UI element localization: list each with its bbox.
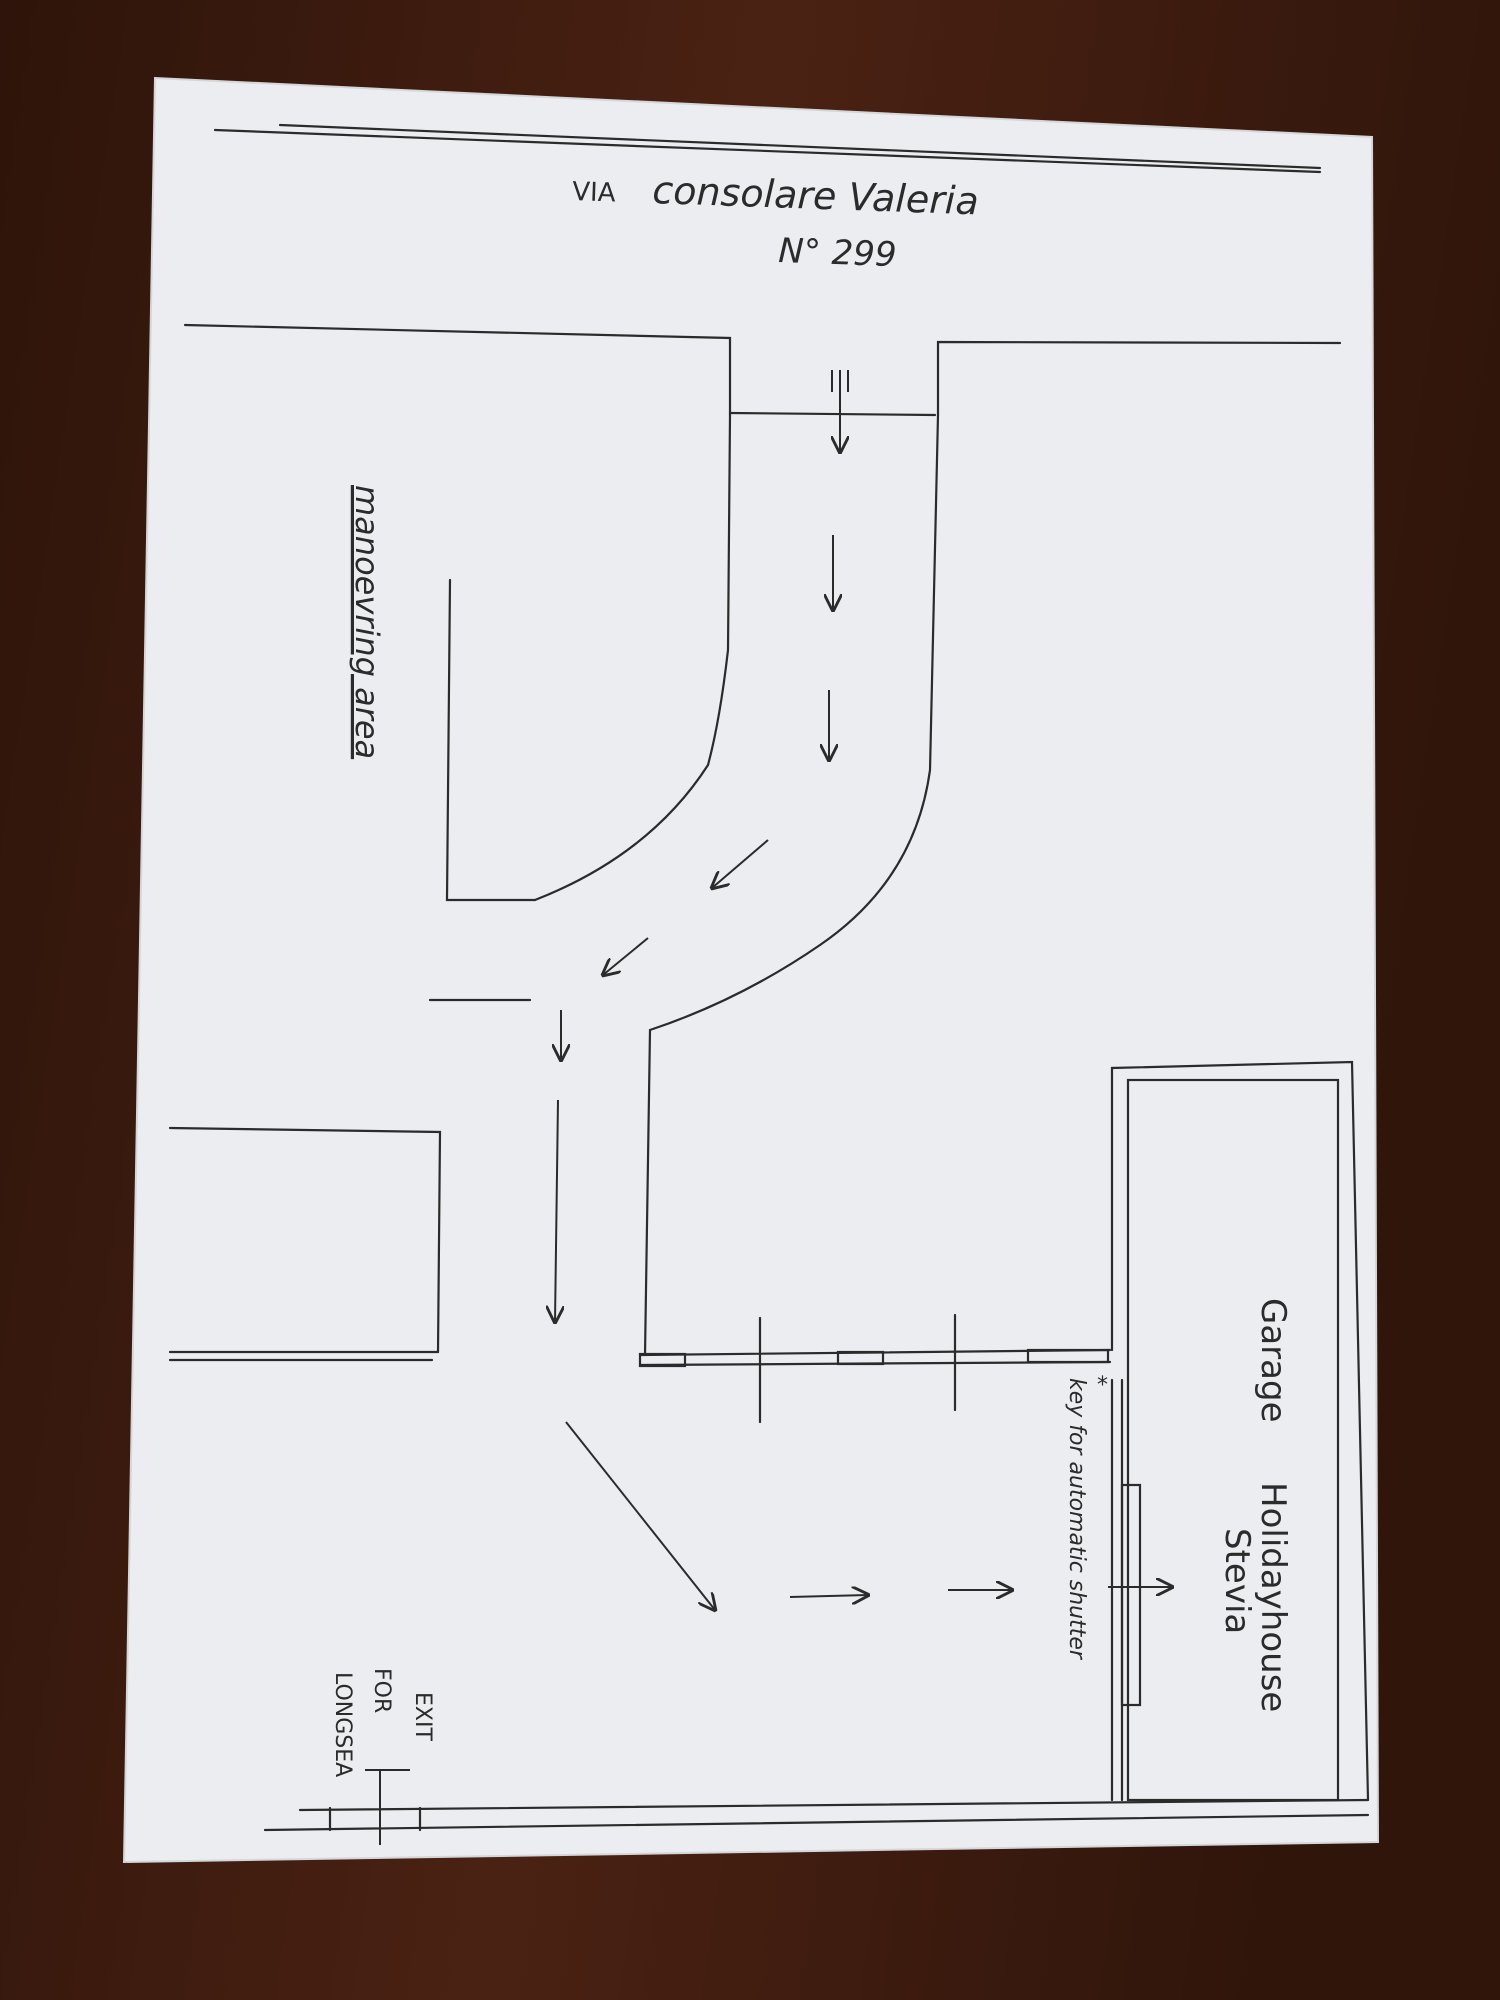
bottom-boundary [298,1798,1370,1812]
exit-label-line1: EXIT [410,1692,435,1741]
key-note: key for automatic shutter [1064,1378,1089,1661]
manoeuvring-area-label: manoevring area [348,485,386,759]
wall-block-1 [638,1352,687,1368]
asterisk-icon: * [1097,1373,1108,1398]
left-building [168,1126,442,1354]
arrow-icon [789,1595,868,1597]
stevia-label: Stevia [1217,1528,1257,1634]
triple-bar-arrow-icon [831,370,849,452]
garage-inner [1126,1078,1340,1802]
street-line-inner [278,123,1322,170]
garage-outer [1110,1060,1370,1802]
wall-block-3 [1026,1348,1110,1364]
arrow-icon [555,1099,558,1322]
exit-label-line2: FOR [369,1668,394,1713]
driveway-left-wall [533,413,732,902]
street-number: N° 299 [778,231,897,275]
wall-block-2 [836,1350,885,1366]
exit-label-line3: LONGSEA [330,1672,355,1777]
left-block-top [183,323,732,417]
manoeuvring-area-outline [445,578,537,902]
right-block-top [936,340,1342,417]
sketch-map [168,123,1370,1832]
arrow-icon [712,839,769,888]
shutter-box [1120,1483,1142,1707]
street-line-outer [213,128,1322,174]
holidayhouse-label: Holidayhouse [1253,1482,1293,1712]
arrow-icon [603,937,649,975]
paper-sheet [122,76,1380,1864]
street-prefix: VIA [572,177,616,208]
bottom-boundary-2 [263,1813,1370,1832]
driveway-right-wall [643,413,940,1357]
traffic-arrows [555,370,1172,1610]
arrow-icon [565,1421,715,1610]
garage-label: Garage [1253,1298,1293,1423]
gate-line [728,411,937,417]
